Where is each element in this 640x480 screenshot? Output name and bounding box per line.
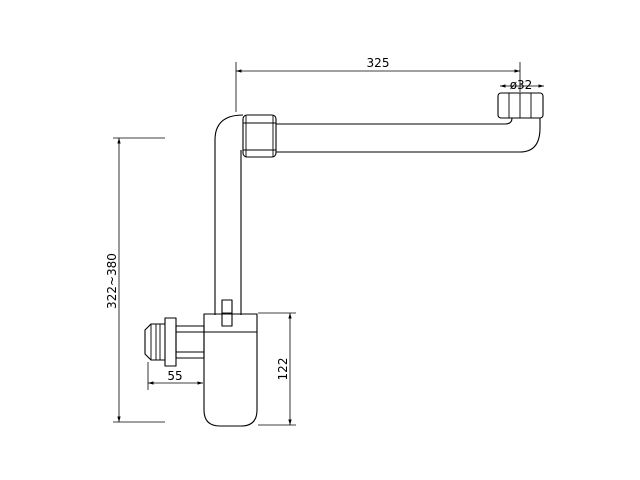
outlet-pipe	[214, 114, 541, 315]
pipe-diameter-label: ø32	[510, 78, 533, 92]
inlet-connector	[144, 317, 205, 367]
trap-body	[203, 313, 258, 427]
dimension-inlet-offset	[147, 362, 203, 390]
inlet-offset-label: 55	[167, 369, 182, 383]
outlet-nut	[497, 92, 544, 119]
height-range-label: 322~380	[105, 253, 119, 309]
dimension-height-range	[113, 137, 165, 423]
trap-height-label: 122	[276, 358, 290, 381]
riser-clip	[221, 299, 233, 327]
elbow-nut	[242, 114, 277, 158]
outlet-length-label: 325	[367, 56, 390, 70]
dimension-trap-height	[258, 312, 296, 426]
